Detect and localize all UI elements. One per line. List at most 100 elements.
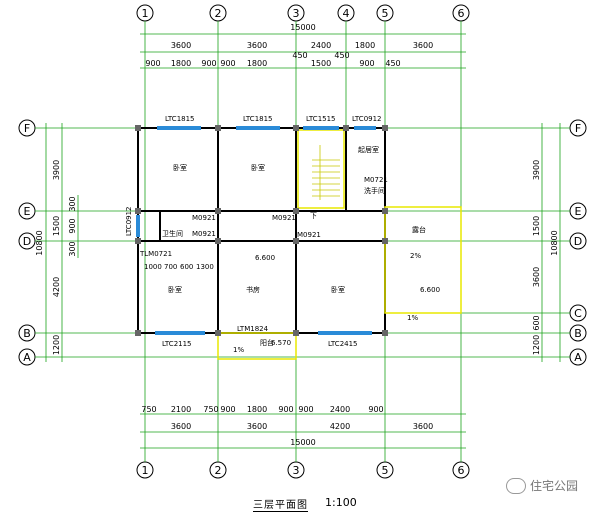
label-win-e: LTC0912 bbox=[125, 206, 133, 236]
left-dim-4: 1200 bbox=[52, 335, 61, 355]
window-e bbox=[136, 215, 140, 237]
top-dim-4: 1800 bbox=[355, 41, 375, 50]
axis-6-bottom: 6 bbox=[458, 464, 465, 477]
left-dimensions: 10800 3900 1500 4200 1200 300 900 300 bbox=[35, 160, 77, 355]
right-dim-1: 3900 bbox=[532, 160, 541, 180]
top-sub-5: 1800 bbox=[247, 59, 267, 68]
axis-5-bottom: 5 bbox=[382, 464, 389, 477]
top-dim-2: 3600 bbox=[247, 41, 267, 50]
label-win-f1: LTC1815 bbox=[165, 115, 195, 123]
label-slope-1: 2% bbox=[410, 252, 421, 260]
label-door-4: M0921 bbox=[297, 231, 321, 239]
label-elev-3: 6.570 bbox=[271, 339, 291, 347]
bottom-sub-1: 750 bbox=[141, 405, 156, 414]
label-win-b2: LTC2415 bbox=[328, 340, 358, 348]
label-seg-1: 1000 bbox=[144, 263, 162, 271]
left-dim-3: 4200 bbox=[52, 277, 61, 297]
bottom-sub-8: 2400 bbox=[330, 405, 350, 414]
bottom-sub-3: 750 bbox=[203, 405, 218, 414]
label-bedroom-4: 卧室 bbox=[331, 285, 345, 294]
left-sub-2: 900 bbox=[68, 218, 77, 233]
label-bedroom-1: 卧室 bbox=[173, 163, 187, 172]
axis-F-right: F bbox=[575, 122, 581, 135]
plan-labels: LTC1815 LTC1815 LTC1515 LTC0912 LTC2115 … bbox=[125, 115, 440, 354]
top-sub-7: 1500 bbox=[311, 59, 331, 68]
label-win-b1: LTC2115 bbox=[162, 340, 192, 348]
axis-1-bottom: 1 bbox=[142, 464, 149, 477]
axis-A-left: A bbox=[23, 351, 31, 364]
bottom-sub-6: 900 bbox=[278, 405, 293, 414]
axis-D-left: D bbox=[23, 235, 31, 248]
top-axis-markers: 1 2 3 4 5 6 bbox=[136, 4, 470, 22]
left-dim-1: 3900 bbox=[52, 160, 61, 180]
axis-A-right: A bbox=[574, 351, 582, 364]
axis-E-right: E bbox=[575, 205, 582, 218]
axis-B-left: B bbox=[23, 327, 31, 340]
label-balcony: 露台 bbox=[412, 225, 426, 234]
label-slope-3: 1% bbox=[233, 346, 244, 354]
top-sub-4: 900 bbox=[220, 59, 235, 68]
right-dim-2: 1500 bbox=[532, 216, 541, 236]
top-total-dim: 15000 bbox=[290, 23, 315, 32]
label-door-5: M0721 bbox=[364, 176, 388, 184]
label-wc: 卫生间 bbox=[162, 229, 183, 238]
label-balcony-b: 阳台 bbox=[260, 338, 274, 347]
right-dim-4: 1200 bbox=[532, 335, 541, 355]
label-win-f3: LTC1515 bbox=[306, 115, 336, 123]
label-down: 下 bbox=[310, 212, 317, 220]
label-win-f4: LTC0912 bbox=[352, 115, 382, 123]
bottom-sub-4: 900 bbox=[220, 405, 235, 414]
window-f2 bbox=[236, 126, 280, 130]
windows bbox=[136, 126, 376, 335]
label-seg-4: 1300 bbox=[196, 263, 214, 271]
top-dimensions: 15000 3600 3600 2400 1800 3600 900 1800 … bbox=[145, 23, 433, 68]
label-door-1: M0921 bbox=[192, 214, 216, 222]
bottom-dimensions: 750 2100 750 900 1800 900 900 2400 900 3… bbox=[141, 405, 433, 447]
label-door-3: M0921 bbox=[272, 214, 296, 222]
axis-F-left: F bbox=[24, 122, 30, 135]
axis-4-top: 4 bbox=[343, 7, 350, 20]
top-sub-1: 900 bbox=[145, 59, 160, 68]
side-axis-markers: F F E E D D C B B A A bbox=[18, 119, 587, 366]
bottom-sub-5: 1800 bbox=[247, 405, 267, 414]
bottom-axis-markers: 1 2 3 5 6 bbox=[136, 461, 470, 479]
bottom-dim-2: 3600 bbox=[247, 422, 267, 431]
right-total-dim: 10800 bbox=[550, 230, 559, 255]
top-sub-2: 1800 bbox=[171, 59, 191, 68]
chat-bubble-icon bbox=[505, 477, 526, 494]
axis-1-top: 1 bbox=[142, 7, 149, 20]
bottom-sub-9: 900 bbox=[368, 405, 383, 414]
top-sub-9: 900 bbox=[359, 59, 374, 68]
axis-D-right: D bbox=[574, 235, 582, 248]
top-sub-10: 450 bbox=[385, 59, 400, 68]
label-slope-2: 1% bbox=[407, 314, 418, 322]
bottom-total-dim: 15000 bbox=[290, 438, 315, 447]
bottom-dim-3: 4200 bbox=[330, 422, 350, 431]
label-seg-3: 600 bbox=[180, 263, 193, 271]
bottom-dim-4: 3600 bbox=[413, 422, 433, 431]
top-dim-5: 3600 bbox=[413, 41, 433, 50]
label-elev-2: 6.600 bbox=[420, 286, 440, 294]
top-sub-8: 450 bbox=[334, 51, 349, 60]
label-bedroom-2: 卧室 bbox=[251, 163, 265, 172]
left-sub-1: 300 bbox=[68, 196, 77, 211]
right-dimensions: 10800 3900 1500 3600 1200 600 bbox=[532, 160, 559, 355]
watermark-text: 住宅公园 bbox=[529, 479, 578, 493]
drawing-scale: 1:100 bbox=[325, 496, 357, 509]
axis-3-top: 3 bbox=[293, 7, 300, 20]
axis-B-right: B bbox=[574, 327, 582, 340]
label-bedroom-3: 卧室 bbox=[168, 285, 182, 294]
label-win-f2: LTC1815 bbox=[243, 115, 273, 123]
label-tlm: TLM0721 bbox=[139, 250, 172, 258]
top-dim-1: 3600 bbox=[171, 41, 191, 50]
label-door-2: M0921 bbox=[192, 230, 216, 238]
window-f4 bbox=[354, 126, 376, 130]
window-b2 bbox=[318, 331, 372, 335]
window-f3 bbox=[303, 126, 339, 130]
axis-2-top: 2 bbox=[215, 7, 222, 20]
label-guest: 起居室 bbox=[358, 145, 379, 154]
axis-C-right: C bbox=[574, 307, 582, 320]
stair bbox=[312, 145, 340, 200]
columns bbox=[135, 125, 388, 336]
